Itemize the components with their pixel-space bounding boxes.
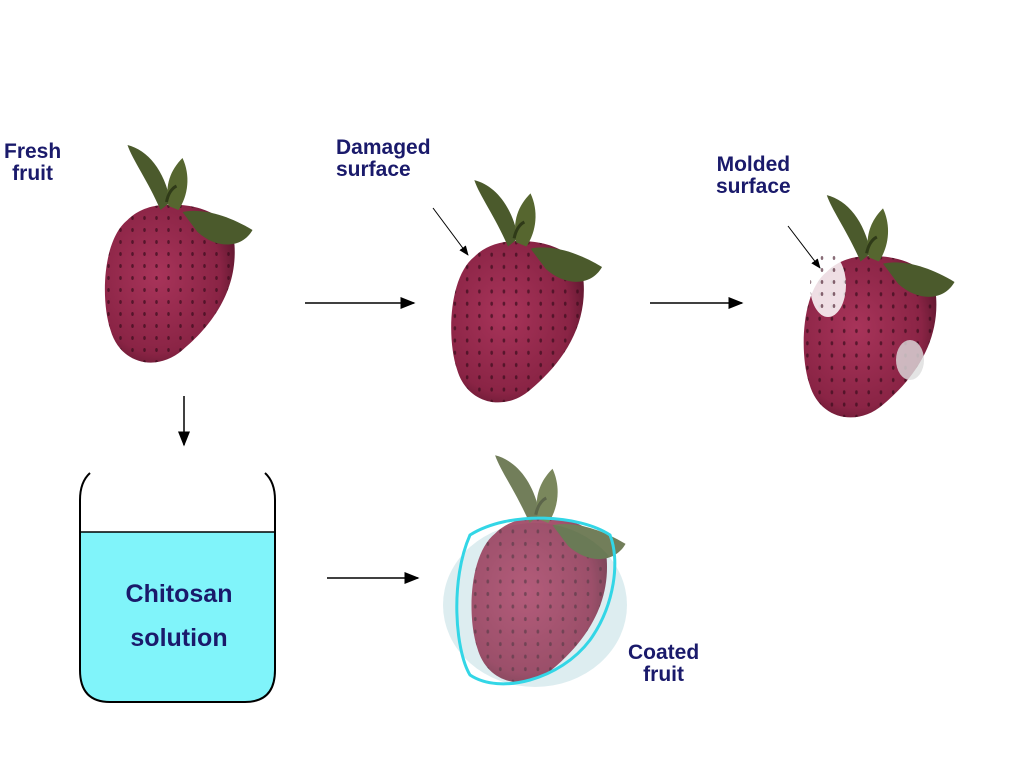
coated-strawberry xyxy=(443,453,628,687)
label-coated-fruit: Coated fruit xyxy=(628,642,699,686)
molded-strawberry xyxy=(802,193,957,420)
label-line: Chitosan xyxy=(125,580,233,608)
pointer-damaged xyxy=(432,207,469,256)
label-line: Fresh xyxy=(4,140,62,163)
label-line: surface xyxy=(336,158,411,181)
label-line: surface xyxy=(716,175,791,198)
label-damaged-surface: Damaged surface xyxy=(336,137,431,181)
label-line: Damaged xyxy=(336,136,431,159)
chitosan-beaker xyxy=(79,472,276,703)
damaged-strawberry xyxy=(449,178,604,405)
pointer-molded xyxy=(787,225,821,269)
label-fresh-fruit: Fresh fruit xyxy=(4,141,61,185)
label-line: Molded xyxy=(716,153,791,176)
label-line: fruit xyxy=(643,663,684,686)
label-line: solution xyxy=(130,624,228,652)
label-molded-surface: Molded surface xyxy=(716,154,791,198)
label-chitosan-solution: Chitosan solution xyxy=(80,572,278,660)
label-line: fruit xyxy=(12,162,53,185)
label-line: Coated xyxy=(628,641,700,664)
fresh-strawberry xyxy=(103,143,255,365)
